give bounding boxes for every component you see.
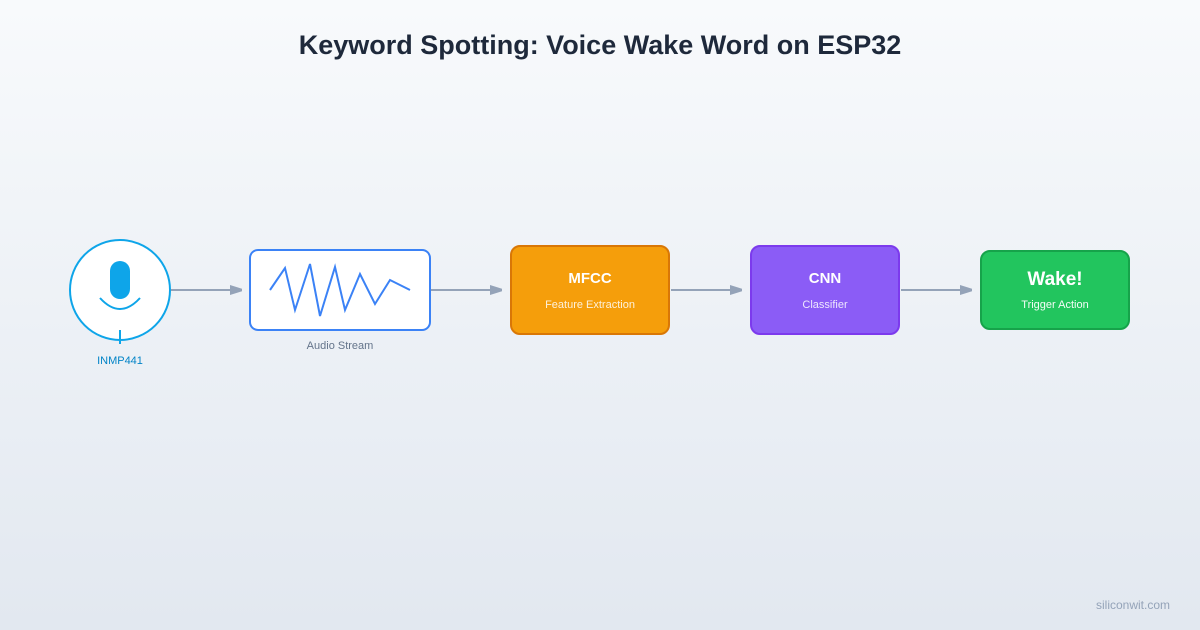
wake-subtitle: Trigger Action <box>1021 299 1089 311</box>
cnn-title: CNN <box>808 269 842 287</box>
mfcc-subtitle: Feature Extraction <box>545 298 635 311</box>
footer-watermark: siliconwit.com <box>1095 598 1170 612</box>
wake-title: Wake! <box>1027 269 1083 290</box>
mfcc-node: MFCC Feature Extraction <box>510 245 670 335</box>
wake-node: Wake! Trigger Action <box>980 250 1130 330</box>
microphone-label: INMP441 <box>97 355 143 367</box>
cnn-subtitle: Classifier <box>802 298 848 311</box>
audio-stream-node <box>249 249 431 331</box>
audio-stream-label: Audio Stream <box>306 340 374 352</box>
cnn-node: CNN Classifier <box>750 245 900 335</box>
page-title: Keyword Spotting: Voice Wake Word on ESP… <box>298 30 902 60</box>
microphone-icon <box>99 261 141 344</box>
waveform-icon <box>269 263 411 317</box>
mfcc-title: MFCC <box>568 269 612 287</box>
microphone-node <box>69 239 171 344</box>
